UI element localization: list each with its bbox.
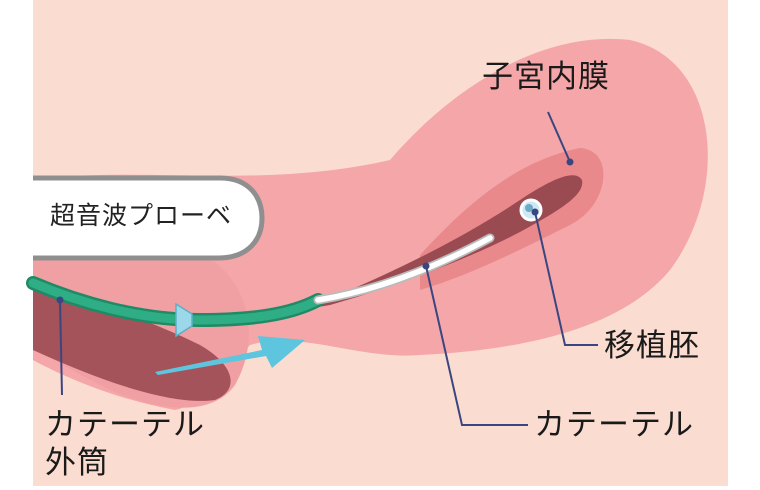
embryo-core	[525, 204, 533, 212]
cervical-canal	[33, 285, 231, 401]
uterine-cavity	[300, 175, 583, 310]
catheter-outer-sheath-fill	[28, 278, 323, 325]
catheter-label: カテーテル	[534, 407, 694, 443]
embryo-label: 移植胚	[604, 328, 700, 364]
direction-arrow	[155, 336, 305, 375]
endometrium-label: 子宮内膜	[482, 59, 610, 95]
leader-dot-endometrium	[566, 158, 574, 166]
sheath-hub	[175, 302, 193, 338]
leader-line-catheter	[425, 265, 528, 426]
leader-dot-embryo	[531, 208, 539, 216]
leader-line-embryo	[534, 211, 598, 346]
outer-sheath-label-line1: カテーテル	[45, 407, 205, 443]
outer-sheath-label-line2: 外筒	[45, 445, 109, 481]
leader-line-outer-sheath	[59, 299, 63, 396]
ultrasound-probe	[33, 175, 265, 261]
probe-label: 超音波プローベ	[50, 201, 233, 230]
leader-line-endometrium	[547, 111, 571, 163]
leader-dot-catheter	[422, 262, 430, 270]
catheter-inner-fill	[315, 235, 493, 303]
leader-dot-outer-sheath	[56, 296, 64, 304]
